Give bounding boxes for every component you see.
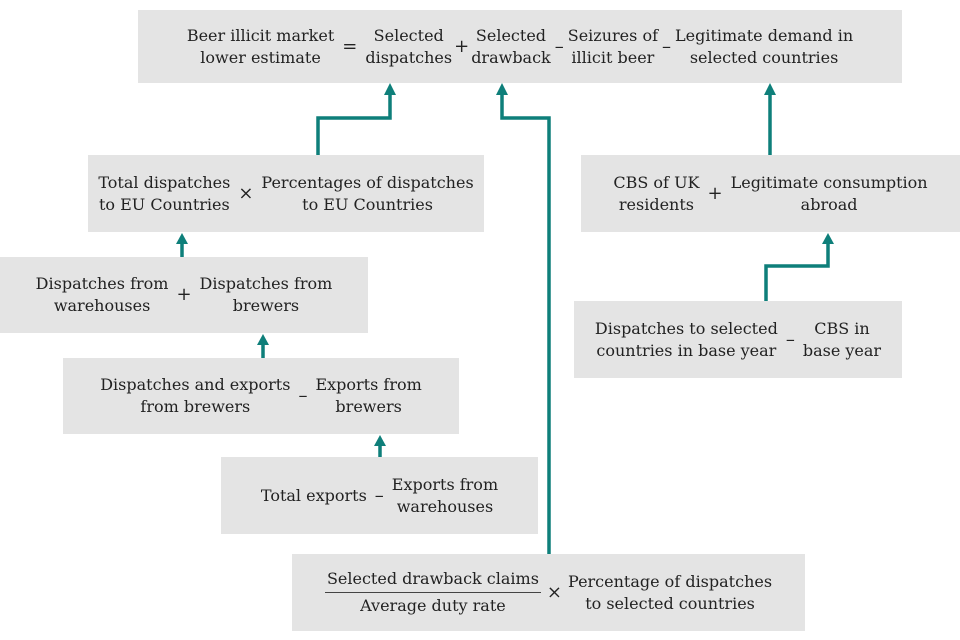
term-line: selected countries bbox=[689, 47, 839, 67]
term-line: lower estimate bbox=[200, 47, 321, 67]
term-line: Total dispatches bbox=[98, 172, 231, 192]
legitimate-consumption-abroad-term: Legitimate consumption abroad bbox=[731, 172, 928, 216]
minus-operator: – bbox=[662, 35, 671, 57]
term-line: Legitimate demand in bbox=[675, 25, 854, 45]
total-dispatches-eu-term: Total dispatches to EU Countries bbox=[98, 172, 230, 216]
term-line: Legitimate consumption bbox=[730, 172, 928, 192]
term-line: to selected countries bbox=[585, 593, 755, 613]
dispatches-selected-base-year-term: Dispatches to selected countries in base… bbox=[595, 318, 778, 362]
term-line: Dispatches from bbox=[35, 274, 169, 293]
arrow-up-icon bbox=[822, 233, 834, 244]
term-line: brewers bbox=[335, 397, 402, 416]
term-line: Selected bbox=[373, 25, 444, 45]
term-line: Total exports bbox=[260, 485, 367, 505]
term-line: brewers bbox=[232, 296, 300, 315]
cbs-base-year-term: CBS in base year bbox=[803, 318, 881, 362]
top-equation-box: Beer illicit market lower estimate = Sel… bbox=[138, 10, 902, 83]
exports-warehouses-term: Exports from warehouses bbox=[392, 474, 498, 518]
term-line: residents bbox=[618, 194, 694, 214]
term-line: Beer illicit market bbox=[186, 25, 335, 45]
plus-operator: + bbox=[176, 284, 192, 305]
term-line: Exports from bbox=[315, 375, 422, 394]
term-line: Percentages of dispatches bbox=[261, 172, 474, 192]
term-line: warehouses bbox=[53, 296, 151, 315]
term-line: illicit beer bbox=[571, 47, 655, 67]
seizures-term: Seizures of illicit beer bbox=[568, 25, 658, 69]
drawback-box: Selected drawback claims Average duty ra… bbox=[292, 554, 805, 631]
arrow-up-icon bbox=[496, 83, 508, 95]
minus-operator: – bbox=[374, 484, 384, 506]
arrow-up-icon bbox=[384, 83, 396, 95]
minus-operator: – bbox=[554, 35, 564, 57]
term-line: dispatches bbox=[365, 47, 453, 67]
legitimate-demand-box: CBS of UK residents + Legitimate consump… bbox=[581, 155, 960, 232]
term-line: Dispatches to selected bbox=[594, 318, 778, 338]
consumption-abroad-box: Dispatches to selected countries in base… bbox=[574, 301, 902, 378]
brewer-exports-box: Total exports – Exports from warehouses bbox=[221, 457, 538, 534]
total-exports-term: Total exports bbox=[261, 485, 367, 507]
term-line: base year bbox=[802, 340, 882, 360]
selected-drawback-term: Selected drawback bbox=[471, 25, 551, 69]
term-line: to EU Countries bbox=[302, 194, 433, 214]
term-line: to EU Countries bbox=[98, 194, 230, 214]
term-line: Selected bbox=[475, 25, 547, 45]
selected-dispatches-term: Selected dispatches bbox=[365, 25, 452, 69]
minus-operator: – bbox=[298, 385, 308, 406]
term-line: Dispatches and exports bbox=[100, 375, 291, 394]
term-line: CBS in bbox=[814, 318, 870, 338]
times-operator: × bbox=[546, 581, 563, 603]
term-line: from brewers bbox=[140, 397, 251, 416]
term-line: abroad bbox=[800, 194, 858, 214]
arrow-up-icon bbox=[176, 233, 188, 244]
term-line: warehouses bbox=[396, 496, 494, 516]
connector-eu-to-dispatches bbox=[316, 92, 392, 155]
equals-operator: = bbox=[342, 35, 358, 57]
term-line: Percentage of dispatches bbox=[568, 571, 773, 591]
brewer-dispatches-box: Dispatches and exports from brewers – Ex… bbox=[63, 358, 459, 434]
dispatches-warehouses-term: Dispatches from warehouses bbox=[36, 273, 169, 317]
dispatches-exports-brewers-term: Dispatches and exports from brewers bbox=[100, 374, 290, 418]
percentage-dispatches-selected-term: Percentage of dispatches to selected cou… bbox=[568, 571, 772, 615]
times-operator: × bbox=[238, 182, 254, 204]
fraction-numerator: Selected drawback claims bbox=[324, 568, 541, 593]
connector-abroad-to-demand bbox=[764, 242, 830, 301]
plus-operator: + bbox=[454, 35, 470, 57]
dispatches-brewers-term: Dispatches from brewers bbox=[200, 273, 333, 317]
drawback-fraction: Selected drawback claims Average duty ra… bbox=[324, 568, 541, 617]
total-dispatches-box: Dispatches from warehouses + Dispatches … bbox=[0, 257, 368, 333]
arrow-up-icon bbox=[257, 334, 269, 345]
arrow-up-icon bbox=[374, 435, 386, 446]
plus-operator: + bbox=[707, 182, 723, 204]
percentages-dispatches-eu-term: Percentages of dispatches to EU Countrie… bbox=[261, 172, 473, 216]
term-line: CBS of UK bbox=[613, 172, 700, 192]
beer-illicit-market-term: Beer illicit market lower estimate bbox=[187, 25, 334, 69]
exports-brewers-term: Exports from brewers bbox=[315, 374, 421, 418]
legitimate-demand-term: Legitimate demand in selected countries bbox=[675, 25, 853, 69]
arrow-up-icon bbox=[764, 83, 776, 95]
cbs-uk-residents-term: CBS of UK residents bbox=[613, 172, 699, 216]
fraction-denominator: Average duty rate bbox=[360, 596, 506, 615]
eu-dispatches-box: Total dispatches to EU Countries × Perce… bbox=[88, 155, 484, 232]
minus-operator: – bbox=[785, 328, 795, 350]
term-line: Dispatches from bbox=[199, 274, 333, 293]
term-line: Seizures of bbox=[567, 25, 658, 45]
term-line: drawback bbox=[471, 47, 551, 67]
term-line: countries in base year bbox=[596, 340, 777, 360]
term-line: Exports from bbox=[391, 474, 499, 494]
